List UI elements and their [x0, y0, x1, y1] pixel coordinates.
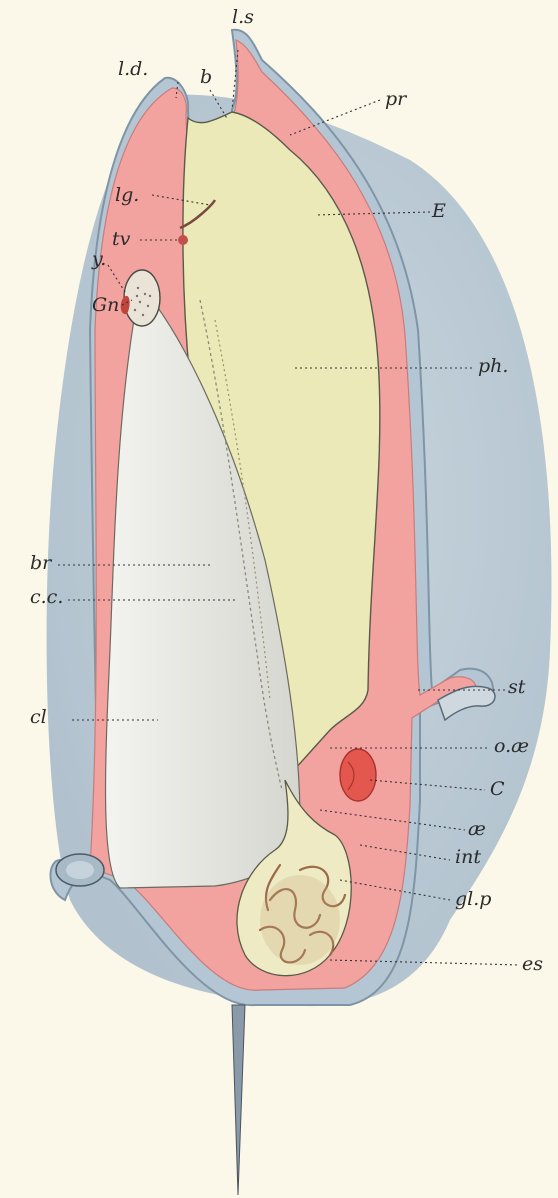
label-E: E — [432, 202, 446, 221]
label-oae: o.æ — [494, 737, 529, 756]
gland-mass — [260, 875, 340, 965]
heart — [340, 749, 376, 801]
label-glp: gl.p — [455, 890, 491, 909]
label-ph: ph. — [478, 357, 508, 376]
label-lg: lg. — [115, 186, 139, 205]
tubercle-pit — [178, 235, 188, 245]
label-ae: æ — [468, 820, 486, 839]
label-cl: cl — [30, 708, 47, 727]
ganglion — [124, 270, 160, 326]
label-Gn: Gn — [92, 296, 119, 315]
label-br: br — [30, 554, 51, 573]
label-tv: tv — [112, 230, 130, 249]
label-ls: l.s — [232, 8, 254, 27]
label-es: es — [522, 955, 543, 974]
label-pr: pr — [385, 90, 406, 109]
posterior-spine — [232, 1005, 245, 1195]
label-C: C — [490, 780, 505, 799]
label-cc: c.c. — [30, 588, 63, 607]
label-b: b — [200, 68, 212, 87]
label-int: int — [455, 848, 481, 867]
label-y: y. — [92, 250, 106, 269]
label-ld: l.d. — [118, 60, 148, 79]
atrial-opening-inner — [66, 861, 94, 879]
label-st: st — [508, 678, 525, 697]
